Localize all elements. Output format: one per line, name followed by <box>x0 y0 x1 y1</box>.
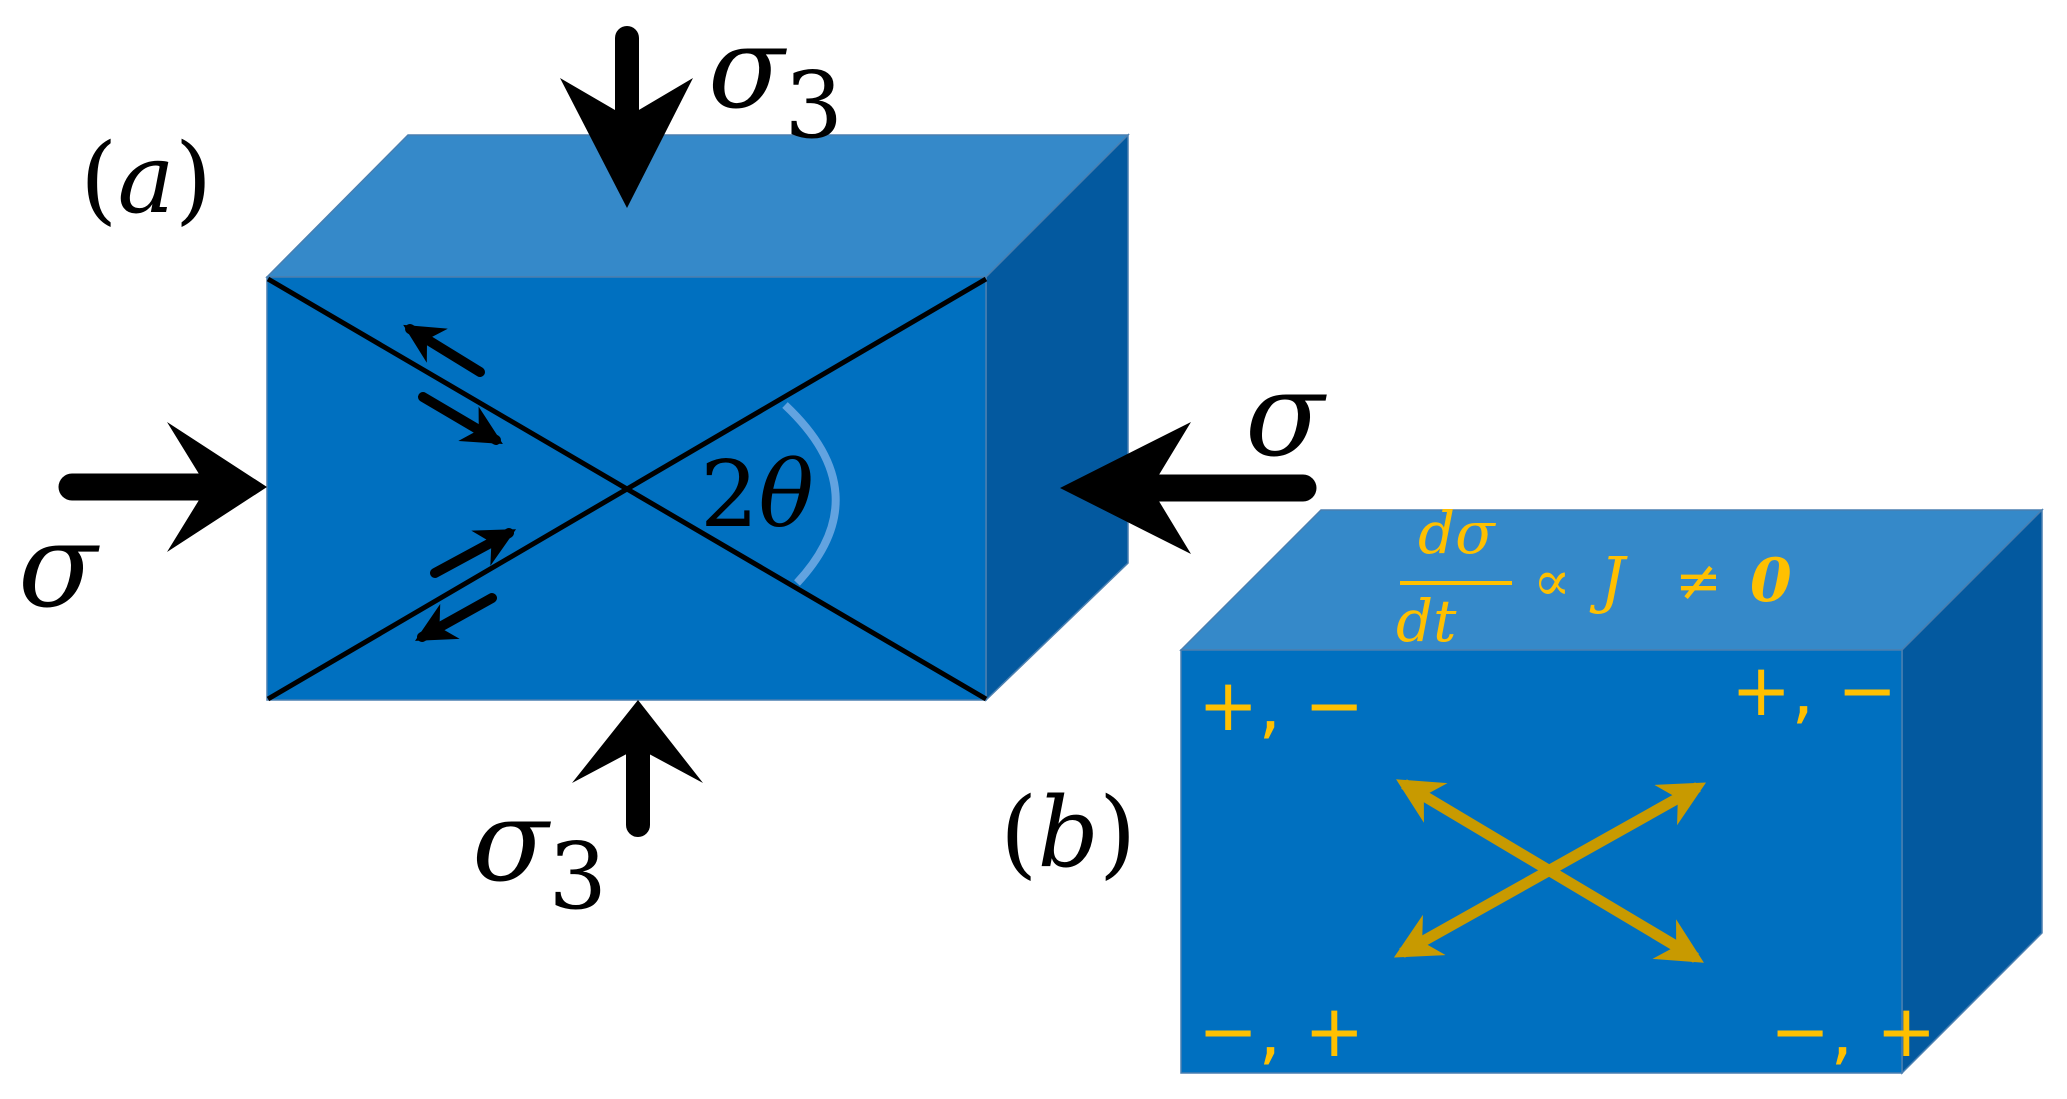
left-load-arrow <box>58 422 267 552</box>
corner-sign-bottom-right: −, + <box>1770 989 1936 1073</box>
right-load-label: σ <box>1245 348 1327 483</box>
corner-sign-top-left: +, − <box>1198 663 1364 747</box>
corner-sign-bottom-left: −, + <box>1198 989 1364 1073</box>
bottom-load-arrow <box>572 700 703 837</box>
bottom-load-label: σ3 <box>472 777 607 930</box>
shear-plane-line-2 <box>266 276 988 702</box>
formula-fraction-bar <box>1400 581 1512 585</box>
panel-a-label: (a) <box>80 123 212 235</box>
top-load-arrowhead <box>560 78 693 208</box>
box-b <box>1179 508 2044 1075</box>
angle-label: 2θ <box>700 441 814 548</box>
corner-sign-top-right: +, − <box>1731 648 1897 732</box>
left-load-label: σ <box>18 499 100 634</box>
shear-arrow-lower-left-up <box>430 528 517 578</box>
left-load-arrowhead <box>167 422 267 552</box>
formula-not-equal: ≠ <box>1675 549 1722 614</box>
formula-zero: 0 <box>1750 546 1792 616</box>
formula-proportional: ∝ <box>1533 549 1571 614</box>
formula-numerator: dσ <box>1418 499 1496 567</box>
panel-b: dσ dt ∝ J ≠ 0 +, − +, − −, + −, + (b) <box>1000 499 2044 1075</box>
right-load-arrowhead <box>1060 422 1191 554</box>
panel-b-label: (b) <box>1000 777 1136 889</box>
shear-arrow-upper-left-down <box>418 392 503 445</box>
top-load-label: σ3 <box>708 4 843 159</box>
shear-arrow-upper-left-up <box>403 324 485 377</box>
shear-arrow-lower-left-down <box>415 593 497 642</box>
top-load-arrow <box>560 26 693 208</box>
polarization-arrow-2 <box>1393 782 1707 958</box>
bottom-load-arrowhead <box>572 700 703 783</box>
panel-a: (a) σ3 σ3 σ σ 2θ <box>18 4 1327 930</box>
box-a <box>265 133 1130 702</box>
formula-denominator: dt <box>1396 587 1457 655</box>
box-a-top-face <box>265 134 1130 278</box>
angle-arc <box>782 402 840 586</box>
right-load-arrow <box>1060 422 1317 554</box>
